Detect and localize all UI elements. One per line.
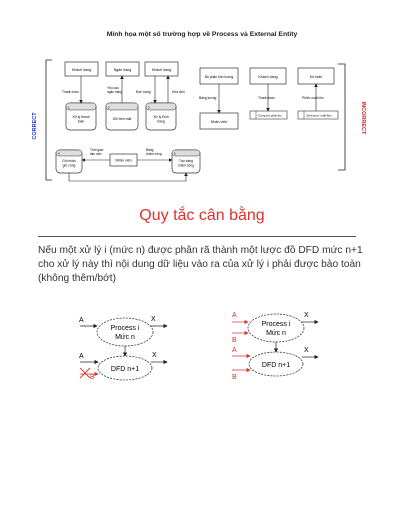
rule-paragraph: Nếu một xử lý i (mức n) được phân rã thà…	[38, 245, 363, 284]
balance-left: Process i Mức n A X DFD n+1 A X B	[79, 316, 168, 381]
svg-text:A: A	[79, 353, 84, 360]
process-xu-ly-don-hang: 3 Xử lý Đơn hàng	[145, 102, 177, 131]
svg-text:Nhân viên: Nhân viên	[115, 159, 131, 163]
entity-ke-toan: Kế toán	[297, 67, 335, 85]
svg-text:Xử lý thanh: Xử lý thanh	[72, 115, 89, 119]
svg-text:3: 3	[148, 106, 150, 110]
svg-text:4: 4	[58, 152, 60, 156]
correct-label: CORRECT	[32, 112, 38, 140]
entity-bo-phan-tinh-luong: Bộ phận tính lương	[199, 67, 239, 85]
svg-text:Xử lý Đơn: Xử lý Đơn	[153, 115, 169, 119]
svg-text:Hóa đơn: Hóa đơn	[172, 90, 185, 94]
process-xu-ly-thanh-toan: 1 Xử lý thanh toán	[65, 102, 97, 131]
svg-text:chấm công: chấm công	[146, 152, 162, 156]
entity-nhan-vien-2: Nhân viên	[199, 112, 239, 130]
process-tao-bang-cham-cong: 5 Tạo bảng chấm công	[171, 149, 201, 174]
correct-bracket	[45, 59, 52, 181]
svg-text:A: A	[79, 317, 84, 324]
svg-text:X: X	[152, 352, 157, 359]
svg-text:Bảng: Bảng	[146, 148, 154, 152]
svg-text:Chứng từ xuất kho: Chứng từ xuất kho	[306, 114, 332, 118]
entity-khach-hang-2: Khách hàng	[144, 61, 179, 77]
svg-text:Công nợ phải thu: Công nợ phải thu	[258, 114, 282, 118]
svg-text:B: B	[232, 374, 237, 381]
svg-text:Đơn hàng: Đơn hàng	[136, 90, 151, 94]
svg-text:Process i: Process i	[111, 325, 140, 332]
balance-right: Process i Mức n A B X DFD n+1 A B X	[232, 312, 319, 381]
svg-text:DFD n+1: DFD n+1	[111, 366, 139, 373]
svg-text:A: A	[232, 347, 237, 354]
svg-text:Bộ phận tính lương: Bộ phận tính lương	[205, 75, 234, 79]
divider	[38, 236, 356, 237]
svg-text:Khách hàng: Khách hàng	[72, 68, 91, 72]
entity-khach-hang-3: Khách hàng	[249, 67, 287, 85]
svg-text:Khách hàng: Khách hàng	[152, 68, 171, 72]
process-ghi-nhan-gio-cong: 4 Ghi nhận giờ công	[55, 149, 83, 174]
svg-text:Gửi tiền mặt: Gửi tiền mặt	[113, 117, 132, 121]
svg-text:B: B	[90, 374, 95, 381]
svg-text:Phiếu xuất kho: Phiếu xuất kho	[302, 96, 324, 100]
svg-text:A: A	[232, 312, 237, 319]
entity-nhan-vien: Nhân viên	[109, 153, 138, 167]
svg-text:DFD n+1: DFD n+1	[262, 362, 290, 369]
datastore-cong-no-phai-thu: Công nợ phải thu	[249, 110, 288, 120]
svg-text:chấm công: chấm công	[178, 164, 194, 168]
incorrect-bracket	[338, 63, 346, 171]
svg-text:ngân hàng: ngân hàng	[107, 90, 122, 94]
svg-text:Khách hàng: Khách hàng	[258, 75, 277, 79]
entity-khach-hang-1: Khách hàng	[64, 61, 99, 77]
process-gui-tien-mat: 2 Gửi tiền mặt	[105, 102, 139, 131]
svg-text:Bảng lương: Bảng lương	[199, 96, 217, 100]
section-heading: Quy tắc cân bằng	[139, 207, 265, 224]
svg-text:B: B	[232, 337, 237, 344]
svg-text:Yêu cầu: Yêu cầu	[107, 86, 119, 90]
svg-text:Thanh toán: Thanh toán	[62, 90, 79, 94]
top-title: Minh họa một số trường hợp về Process và…	[106, 31, 298, 38]
svg-text:2: 2	[108, 106, 110, 110]
svg-text:Thanh toán: Thanh toán	[258, 96, 275, 100]
svg-text:X: X	[304, 347, 309, 354]
svg-text:Mức n: Mức n	[115, 334, 135, 341]
datastore-chung-tu-xuat-kho: Chứng từ xuất kho	[297, 110, 339, 120]
svg-text:giờ công: giờ công	[63, 164, 76, 168]
svg-text:X: X	[304, 312, 309, 319]
svg-text:Process i: Process i	[262, 321, 291, 328]
svg-text:Thời gian: Thời gian	[90, 148, 104, 152]
svg-text:Mức n: Mức n	[266, 330, 286, 337]
svg-text:Ngân hàng: Ngân hàng	[114, 68, 132, 72]
svg-text:làm việc: làm việc	[90, 152, 102, 156]
svg-text:Tạo bảng: Tạo bảng	[179, 159, 193, 163]
svg-text:X: X	[151, 316, 156, 323]
svg-text:Nhân viên: Nhân viên	[211, 120, 227, 124]
svg-text:hàng: hàng	[157, 120, 165, 124]
svg-text:1: 1	[68, 106, 70, 110]
svg-text:Ghi nhận: Ghi nhận	[62, 159, 76, 163]
incorrect-label: INCORRECT	[360, 102, 366, 135]
svg-text:toán: toán	[78, 120, 85, 124]
svg-text:5: 5	[174, 152, 176, 156]
svg-text:Kế toán: Kế toán	[310, 75, 322, 79]
entity-ngan-hang: Ngân hàng	[105, 61, 140, 77]
